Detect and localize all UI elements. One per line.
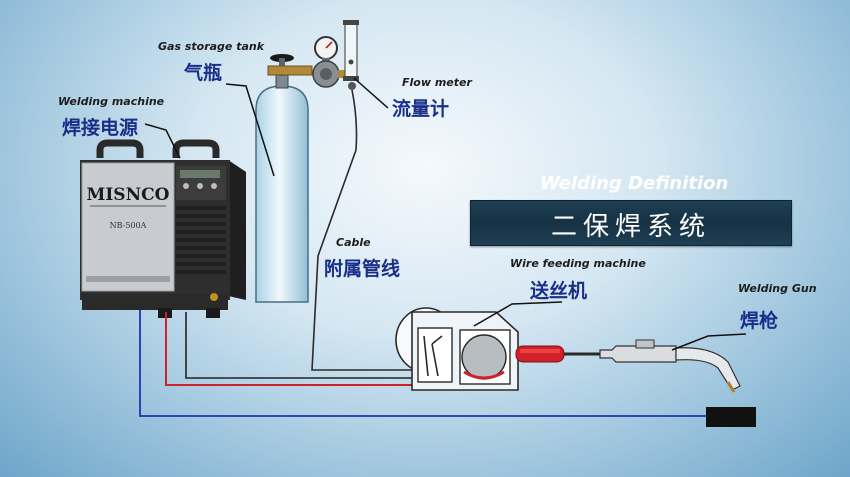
machine-plate-strip xyxy=(86,276,170,282)
gas-cylinder xyxy=(255,73,309,303)
welding-machine-label-cn: 焊接电源 xyxy=(62,117,139,139)
control-knob-2 xyxy=(197,183,203,189)
gun-trigger xyxy=(635,339,655,349)
regulator-pipe xyxy=(267,65,313,76)
gun-nozzle xyxy=(726,381,736,393)
leader-lines xyxy=(144,77,747,351)
machine-base xyxy=(82,294,228,310)
flow-meter-ball xyxy=(348,59,354,65)
gas-tank-label-cn: 气瓶 xyxy=(184,62,223,84)
machine-handle-left xyxy=(96,139,144,158)
machine-foot-2 xyxy=(206,308,220,318)
feeder-mechanism xyxy=(423,335,443,377)
diagram-title-en: Welding Definition xyxy=(540,173,729,194)
wire-feeder xyxy=(395,307,565,391)
machine-model: NB-500A xyxy=(110,221,147,230)
regulator-core xyxy=(320,68,332,80)
welding-gun-label-en: Welding Gun xyxy=(738,282,817,295)
flow-meter-base xyxy=(343,76,359,81)
cable-label-cn: 附属管线 xyxy=(324,258,401,280)
ground-cable xyxy=(139,310,710,417)
leader-welding-machine xyxy=(144,123,181,159)
cylinder-valve-neck xyxy=(275,73,289,89)
cylinder-body xyxy=(255,85,309,303)
gas-tank-label-en: Gas storage tank xyxy=(158,40,265,53)
leader-wire-feeder xyxy=(473,301,563,327)
display-panel xyxy=(180,170,220,178)
regulator-outlet xyxy=(338,70,350,78)
machine-vents xyxy=(176,206,226,274)
output-terminal xyxy=(210,293,218,301)
leader-gas-tank xyxy=(225,83,275,177)
machine-handle-right xyxy=(172,139,220,158)
welding-machine-label-en: Welding machine xyxy=(58,95,165,108)
control-knob-1 xyxy=(183,183,189,189)
flow-meter-cap xyxy=(343,20,359,25)
welding-gun-label-cn: 焊枪 xyxy=(740,310,779,332)
welding-machine: MISNCO NB-500A xyxy=(80,139,246,318)
spool-drum xyxy=(461,334,507,380)
gas-hose xyxy=(311,89,420,371)
flow-meter-label-cn: 流量计 xyxy=(392,98,450,120)
flow-meter-outlet xyxy=(348,82,356,90)
gauge-needle xyxy=(325,41,333,49)
torch-connector xyxy=(515,345,565,363)
machine-side xyxy=(228,160,246,300)
gun-handle xyxy=(599,345,677,363)
machine-front-plate xyxy=(81,162,175,292)
leader-flow-meter xyxy=(353,77,389,109)
connection-lines xyxy=(139,89,710,417)
flow-meter-label-en: Flow meter xyxy=(402,76,472,89)
leader-welding-gun xyxy=(671,333,747,351)
power-cable-positive xyxy=(165,312,420,386)
diagram-title-box: 二保焊系统 xyxy=(470,200,792,246)
machine-brand: MISNCO xyxy=(87,185,170,205)
welding-gun xyxy=(599,339,741,393)
diagram-title-cn: 二保焊系统 xyxy=(550,212,711,242)
flow-meter-tube xyxy=(344,21,358,79)
feeder-door xyxy=(417,327,453,383)
wire-feeder-label-cn: 送丝机 xyxy=(530,280,588,302)
control-cable xyxy=(185,312,420,379)
ground-clamp xyxy=(706,407,756,427)
spool-wire xyxy=(463,370,505,380)
wire-feeder-label-en: Wire feeding machine xyxy=(510,257,646,270)
regulator-assembly xyxy=(267,20,359,90)
connector-highlight xyxy=(520,349,560,353)
control-knob-3 xyxy=(211,183,217,189)
cable-label-en: Cable xyxy=(336,236,371,249)
